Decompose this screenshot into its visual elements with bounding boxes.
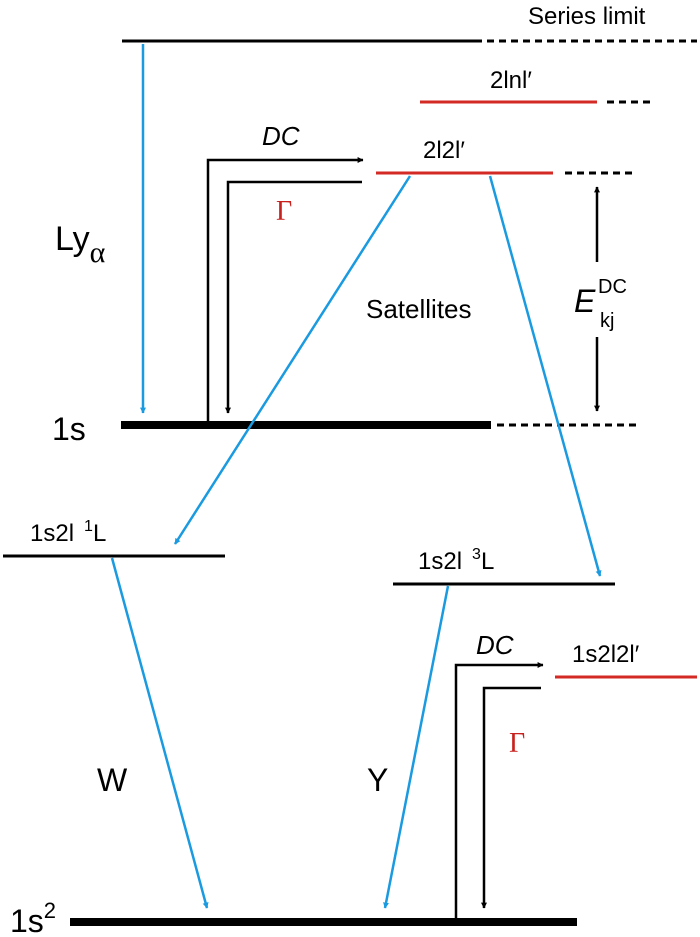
dc-lower-label: DC — [476, 630, 514, 660]
dc-upper-arrow — [206, 157, 364, 425]
y-label: Y — [367, 762, 388, 798]
satellite-arrow-to-1s2l-triplet — [488, 175, 602, 577]
satellite-arrow-to-1s2l-singlet — [173, 175, 412, 545]
level-2lnl-label: 2lnl′ — [490, 67, 532, 94]
gamma-lower-arrow — [481, 686, 541, 909]
gamma-upper-arrow — [225, 180, 362, 414]
level-1s2-label: 1s2 — [10, 898, 56, 937]
dc-lower-arrow — [454, 662, 544, 922]
y-line-arrow — [383, 585, 450, 909]
level-1s-label: 1s — [52, 411, 86, 447]
level-1s2l2l-label: 1s2l2l′ — [572, 641, 640, 668]
gamma-upper-label: Γ — [276, 196, 292, 227]
dc-upper-label: DC — [262, 121, 300, 151]
gamma-lower-label: Γ — [509, 728, 525, 759]
level-2l2l-label: 2l2l′ — [423, 137, 465, 164]
w-label: W — [97, 762, 128, 798]
series-limit-label: Series limit — [528, 3, 646, 30]
satellites-label: Satellites — [366, 294, 472, 324]
w-line-arrow — [110, 557, 209, 909]
ly-alpha-label: Lyα — [55, 220, 106, 269]
